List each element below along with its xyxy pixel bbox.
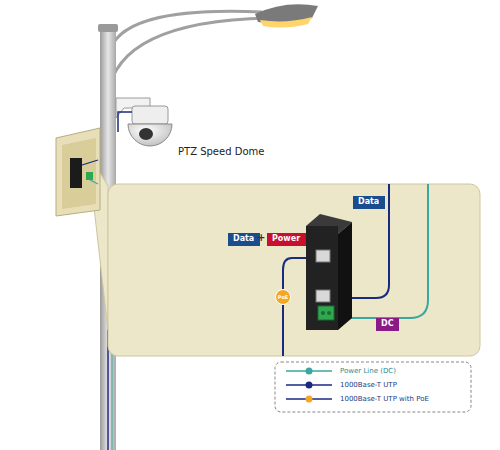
- small-device: [70, 158, 82, 188]
- legend-dot: [306, 396, 313, 403]
- lamp-light: [260, 17, 312, 28]
- camera-lens: [139, 128, 153, 140]
- poe-badge: PoE: [275, 289, 291, 305]
- legend-dot: [306, 368, 313, 375]
- camera-dome: [128, 124, 172, 146]
- legend-line-sample: [284, 380, 334, 390]
- data-tag: Data: [228, 233, 260, 246]
- data-tag: Data: [353, 196, 385, 209]
- legend-entry: Power Line (DC): [284, 366, 396, 376]
- rj45-port: [316, 290, 330, 302]
- legend-text: Power Line (DC): [340, 367, 396, 375]
- node-text: Power: [272, 234, 300, 243]
- utp-cable: [118, 112, 132, 132]
- dc-tag: DC: [376, 318, 399, 331]
- camera-label: PTZ Speed Dome: [178, 146, 264, 157]
- enclosure-inner: [62, 138, 96, 209]
- dc-terminal: [318, 306, 334, 320]
- legend-entry: 1000Base-T UTP with PoE: [284, 394, 429, 404]
- node-text: Data: [358, 197, 379, 206]
- legend-text: 1000Base-T UTP: [340, 381, 397, 389]
- pole-cap: [98, 24, 118, 32]
- device-side: [338, 222, 352, 330]
- node-text: PoE: [278, 294, 289, 300]
- legend-box: [275, 362, 471, 412]
- legend-line-sample: [284, 366, 334, 376]
- terminal-screw: [321, 311, 325, 315]
- terminal-screw: [327, 311, 331, 315]
- zoom-panel: [108, 184, 480, 356]
- enclosure: [56, 128, 100, 216]
- legend-text: 1000Base-T UTP with PoE: [340, 395, 429, 403]
- power-tag: Power: [267, 233, 306, 246]
- small-terminal: [86, 172, 93, 180]
- node-text: Data: [233, 234, 254, 243]
- legend-dot: [306, 382, 313, 389]
- plus-sign: +: [257, 232, 265, 243]
- legend-line-sample: [284, 394, 334, 404]
- lamp-arm: [108, 18, 268, 95]
- legend-entry: 1000Base-T UTP: [284, 380, 397, 390]
- camera-housing: [132, 106, 168, 124]
- dc-cable: [90, 180, 98, 184]
- node-text: DC: [381, 319, 394, 328]
- utp-cable: [82, 160, 98, 165]
- device-front: [306, 226, 338, 330]
- rj45-port: [316, 250, 330, 262]
